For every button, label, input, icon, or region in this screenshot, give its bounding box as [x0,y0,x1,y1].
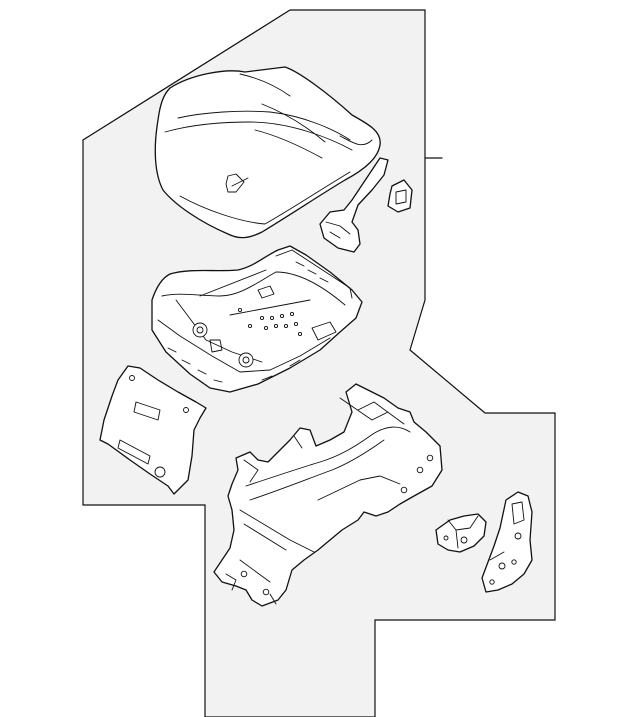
seat-cushion-pad [154,66,381,239]
seat-clip [387,179,413,213]
seat-cushion-frame [151,245,363,393]
motor-block [435,513,487,553]
side-shield-panel [99,365,207,495]
seat-track-adjuster [213,383,443,607]
frame-holes [237,307,303,337]
seat-harness-bracket [319,157,389,253]
mounting-bracket [481,491,533,593]
